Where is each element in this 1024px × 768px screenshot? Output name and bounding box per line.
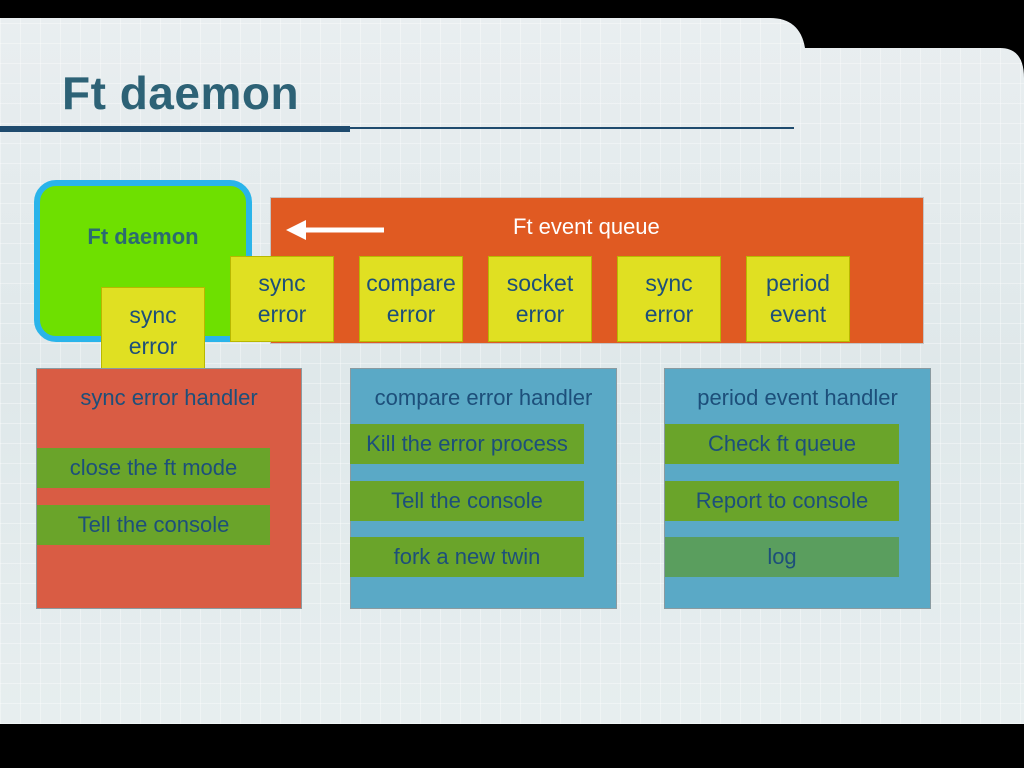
handler-title: compare error handler [374, 385, 593, 410]
handler-title: period event handler [697, 385, 898, 410]
title-underline-thin [350, 127, 794, 129]
queue-item-period-event: period event [746, 256, 850, 342]
event-queue-label: Ft event queue [513, 214, 660, 239]
sync-error-handler: sync error handler [36, 368, 302, 609]
daemon-current-event: sync error [101, 287, 205, 374]
handler-step: Check ft queue [665, 424, 899, 464]
handler-step: close the ft mode [37, 448, 270, 488]
queue-item-sync-error-2: sync error [617, 256, 721, 342]
left-arrow-icon [286, 220, 384, 240]
handler-step: Kill the error process [350, 424, 584, 464]
handler-step: log [665, 537, 899, 577]
queue-item-sync-error-1: sync error [230, 256, 334, 342]
handler-step: Report to console [665, 481, 899, 521]
queue-item-compare-error: compare error [359, 256, 463, 342]
handler-step: Tell the console [37, 505, 270, 545]
slide-title: Ft daemon [62, 67, 300, 119]
ft-daemon-label: Ft daemon [87, 224, 199, 249]
title-underline-thick [0, 126, 350, 132]
ft-daemon-box: Ft daemon [34, 180, 252, 342]
handler-title: sync error handler [80, 385, 258, 410]
handler-step: fork a new twin [350, 537, 584, 577]
queue-item-socket-error: socket error [488, 256, 592, 342]
handler-step: Tell the console [350, 481, 584, 521]
